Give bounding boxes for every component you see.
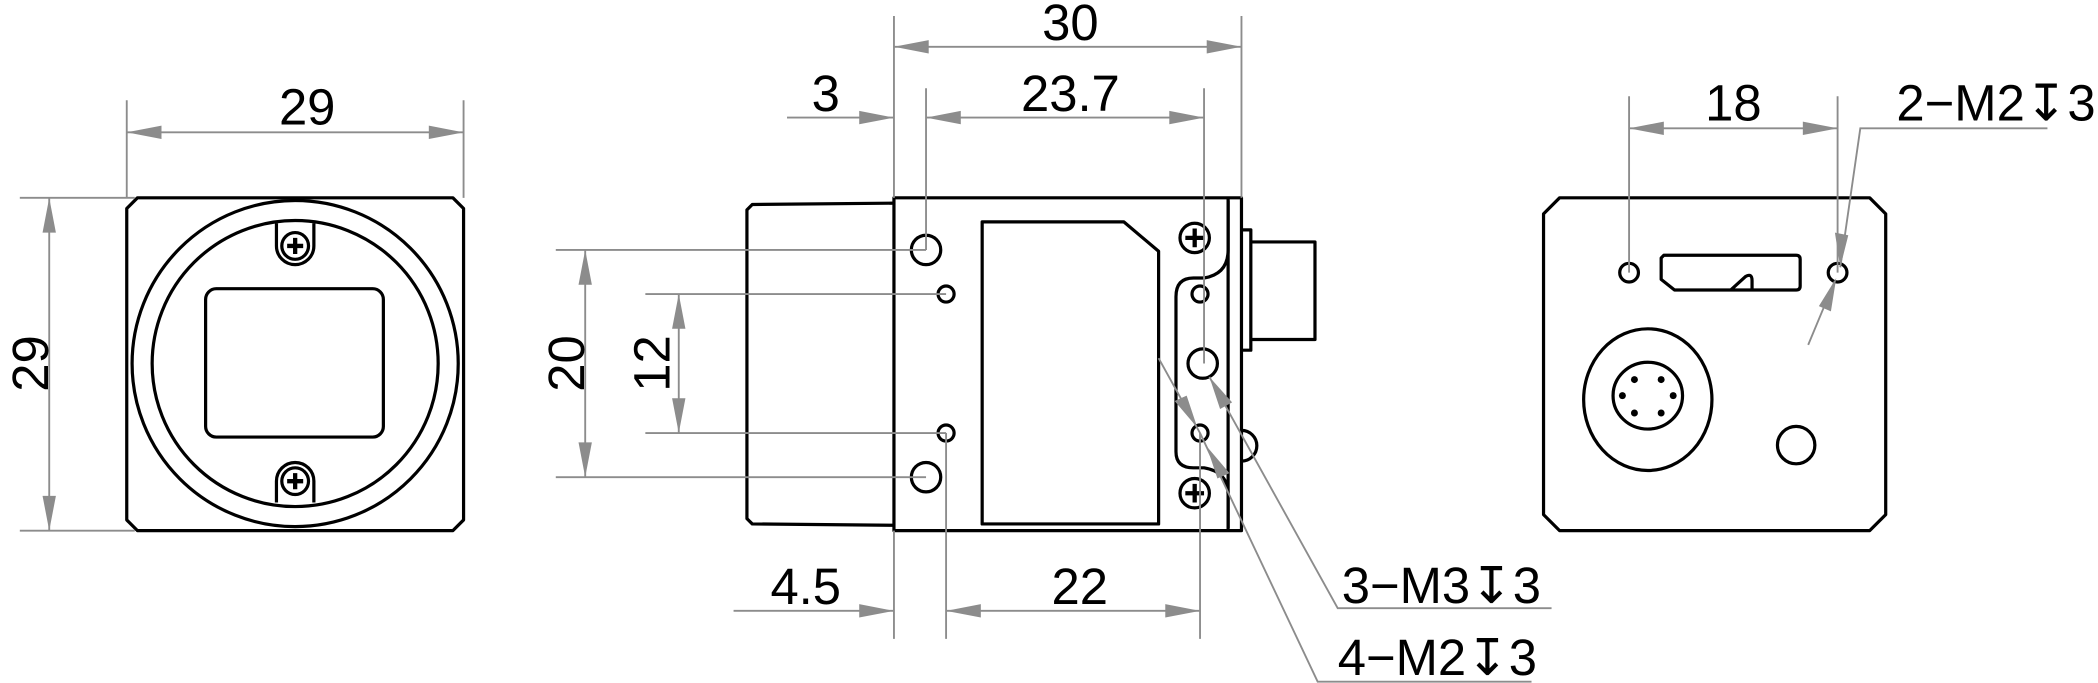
- bottom-offset-dimension: 4.5: [733, 530, 895, 639]
- m3-callout-label: 3−M3↧3: [1342, 557, 1541, 614]
- screw-icon: [1178, 476, 1211, 510]
- m2-callout-label: 4−M2↧3: [1338, 629, 1537, 683]
- lens-barrel: [745, 201, 894, 527]
- m2-hole: [1190, 284, 1210, 304]
- label-plate: [980, 220, 1161, 526]
- bottom-offset-label: 4.5: [770, 558, 841, 615]
- flange-offset-dimension: 3: [787, 65, 894, 125]
- front-housing: [125, 196, 466, 533]
- side-housing: [892, 196, 1244, 533]
- io-connector: [1582, 327, 1714, 473]
- status-led: [1775, 424, 1817, 466]
- sensor-window: [204, 287, 385, 439]
- m3-hole: [1186, 347, 1220, 380]
- usb-port: [1659, 253, 1802, 292]
- side-bump: [1241, 428, 1259, 463]
- outer-vertical-dimension: 20: [538, 249, 927, 479]
- connector-pin-dots: [1618, 376, 1677, 417]
- top-hole-spacing-label: 23.7: [1021, 65, 1120, 122]
- m2-callout: 4−M2↧3: [1157, 357, 1537, 683]
- width-label: 29: [279, 78, 335, 135]
- lens-mount-outer-ring: [130, 198, 460, 529]
- screw-icon: [274, 460, 316, 503]
- back-hole-spacing-label: 18: [1705, 74, 1761, 131]
- m3-callout: 3−M3↧3: [1208, 376, 1552, 614]
- side-view: 30 3 23.7 20 12 4.5: [538, 0, 1552, 683]
- screw-icon: [274, 223, 316, 267]
- back-hole-spacing-dimension: 18: [1628, 74, 1839, 273]
- io-connector-pins: [1611, 360, 1685, 431]
- back-m2-callout: 2−M2↧3: [1807, 74, 2096, 346]
- width-dimension: 29: [125, 78, 465, 198]
- outer-vertical-label: 20: [538, 335, 595, 391]
- back-view: 18 2−M2↧3: [1541, 74, 2096, 533]
- bottom-hole-spacing-label: 22: [1051, 558, 1107, 615]
- screw-icon: [1178, 221, 1211, 255]
- bottom-hole-spacing-dimension: 22: [945, 433, 1201, 639]
- length-dimension: 30: [893, 0, 1243, 198]
- back-housing: [1541, 196, 1888, 533]
- length-label: 30: [1042, 0, 1098, 51]
- height-dimension: 29: [2, 196, 135, 532]
- front-view: 29 29: [2, 78, 466, 533]
- top-hole-spacing-dimension: 23.7: [925, 65, 1205, 364]
- connector: [1241, 228, 1317, 352]
- height-label: 29: [2, 335, 59, 391]
- inner-vertical-label: 12: [623, 335, 680, 391]
- lens-mount-inner-ring: [150, 218, 440, 509]
- inner-vertical-dimension: 12: [623, 293, 947, 434]
- back-m2-callout-label: 2−M2↧3: [1896, 74, 2095, 131]
- flange-offset-label: 3: [812, 65, 840, 122]
